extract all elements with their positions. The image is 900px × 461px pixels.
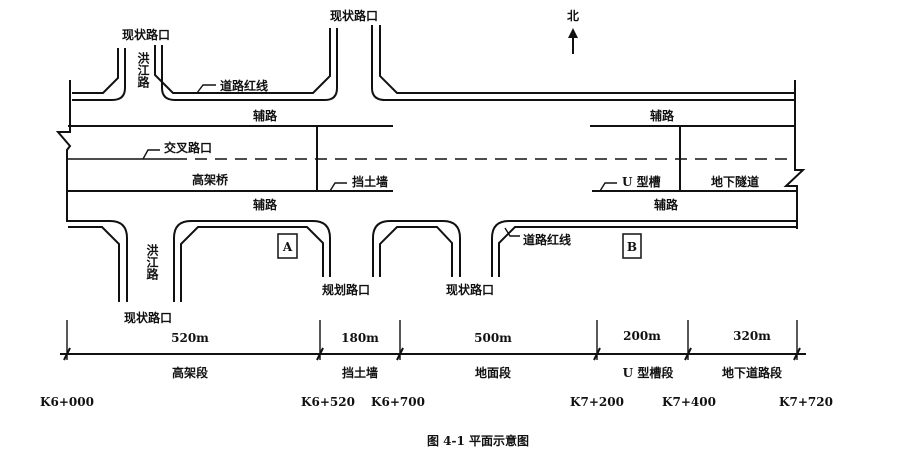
intersection-bottom-left-label: 现状路口 [124,310,172,325]
left-break-line [55,80,72,222]
south-road-edges [68,220,797,302]
dimension-line [60,320,806,361]
aux-road-nw-label: 辅路 [253,108,278,123]
aux-road-sw-label: 辅路 [253,197,278,212]
segment-name: 地面段 [475,365,512,380]
segment-length: 200m [623,329,661,343]
segment-name: 高架段 [172,365,209,380]
aux-road-ne-label: 辅路 [650,108,675,123]
figure-caption: 图 4-1 平面示意图 [427,433,529,448]
segment-name: 挡土墙 [342,365,378,380]
segment-length: 500m [474,331,512,345]
segment-length: 320m [733,329,771,343]
segment-length: 520m [171,331,209,345]
dimension-slash [396,347,404,361]
hongjiang-road-south-label: 洪江路 [145,243,159,281]
right-break-line [783,80,806,229]
intersection-top-mid-label: 现状路口 [330,8,378,23]
main-road-lines [68,125,797,192]
red-line-bottom-label: 道路红线 [523,232,571,247]
segment-name: 地下道路段 [722,365,783,380]
north-label: 北 [567,8,579,23]
dimension-slash [684,347,692,361]
intersection-top-left-label: 现状路口 [122,27,170,42]
north-arrow-icon [568,28,578,54]
box-b-label: B [627,240,637,254]
station-label: K6+520 [301,395,355,409]
box-a [277,233,298,259]
north-road-edges [72,25,795,101]
retaining-wall-label: 挡土墙 [352,174,388,189]
station-label: K6+700 [371,395,425,409]
hongjiang-road-north-label: 洪江路 [136,51,150,89]
tunnel-label: 地下隧道 [711,174,759,189]
planned-intersection-label: 规划路口 [322,282,370,297]
leader-lines [142,84,617,237]
viaduct-label: 高架桥 [192,172,229,187]
dimension-slash [593,347,601,361]
dimension-slash [63,347,71,361]
station-label: K7+400 [662,395,716,409]
segment-length: 180m [341,331,379,345]
station-label: K6+000 [40,395,94,409]
station-label: K7+720 [779,395,833,409]
box-b [622,233,642,259]
dimension-slash [793,347,801,361]
intersection-bottom-mid-label: 现状路口 [446,282,494,297]
box-a-label: A [282,240,293,254]
dimension-slash [316,347,324,361]
aux-road-se-label: 辅路 [654,197,679,212]
u-trough-label: U 型槽 [622,174,661,189]
crossing-label: 交叉路口 [164,140,212,155]
station-label: K7+200 [570,395,624,409]
red-line-top-label: 道路红线 [220,78,268,93]
segment-name: U 型槽段 [623,365,675,380]
